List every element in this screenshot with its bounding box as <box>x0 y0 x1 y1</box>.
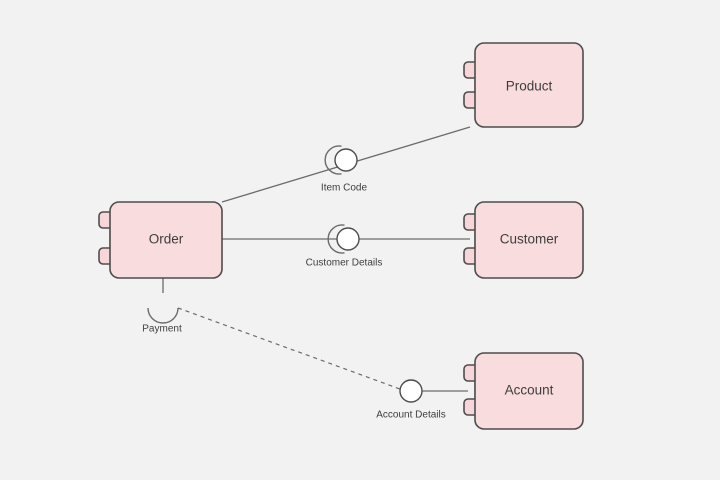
component-customer[interactable]: Customer <box>463 201 584 279</box>
customer-details-ball-icon <box>336 227 360 251</box>
account-details-ball-icon <box>399 379 423 403</box>
account-label: Account <box>505 383 554 398</box>
account-details-label: Account Details <box>376 410 445 421</box>
interface-item-code[interactable]: Item Code <box>321 145 368 194</box>
component-product[interactable]: Product <box>463 42 584 128</box>
item-code-label: Item Code <box>321 183 368 194</box>
customer-label: Customer <box>500 232 559 247</box>
payment-label: Payment <box>142 324 182 335</box>
item-code-socket-icon <box>324 145 342 175</box>
interface-account-details[interactable]: Account Details <box>376 379 446 421</box>
customer-details-socket-icon <box>327 224 345 254</box>
item-code-ball-icon <box>334 148 358 172</box>
component-account[interactable]: Account <box>463 352 584 430</box>
account-body[interactable] <box>474 352 584 430</box>
order-body[interactable] <box>109 201 223 279</box>
product-body[interactable] <box>474 42 584 128</box>
interface-payment[interactable]: Payment <box>142 307 182 335</box>
component-order[interactable]: Order <box>98 201 223 279</box>
order-label: Order <box>149 232 184 247</box>
connector-payment-to-account-details[interactable] <box>177 307 401 390</box>
customer-details-label: Customer Details <box>306 258 383 269</box>
payment-socket-icon <box>147 307 179 324</box>
customer-body[interactable] <box>474 201 584 279</box>
product-label: Product <box>506 79 553 94</box>
interface-customer-details[interactable]: Customer Details <box>306 224 383 269</box>
